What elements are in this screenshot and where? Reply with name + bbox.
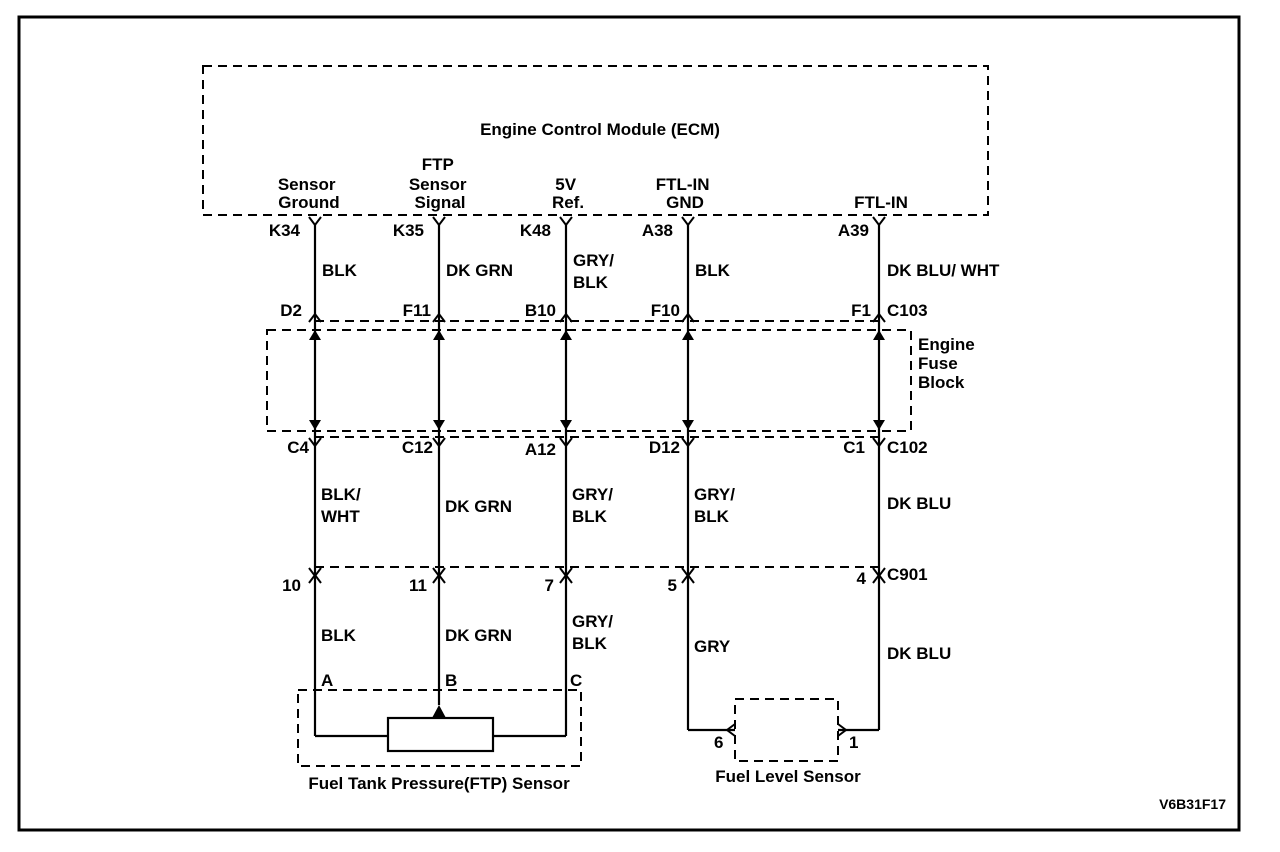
diagram-frame	[17, 15, 1241, 832]
fuse-block-arrows	[309, 330, 885, 430]
c102-pin-c4: C4	[287, 438, 309, 457]
fls-terminal-1: 1	[849, 733, 858, 752]
wire-color-lower-3: GRY/ BLK	[572, 612, 618, 653]
ecm-pin-k34: K34	[269, 221, 301, 240]
c103-pin-f10: F10	[651, 301, 680, 320]
ftp-wiper-arrow	[432, 705, 446, 718]
wire-color-mid-2: DK GRN	[445, 497, 512, 516]
c901-pin-5: 5	[668, 576, 677, 595]
ftp-terminal-b: B	[445, 671, 457, 690]
c103-connector-symbols	[308, 312, 886, 323]
c901-connector-symbols	[308, 567, 886, 584]
ecm-connector-symbols	[308, 216, 886, 227]
wire-color-lower-2: DK GRN	[445, 626, 512, 645]
c103-pin-b10: B10	[525, 301, 556, 320]
ftp-potentiometer	[386, 716, 495, 753]
fls-terminal-6: 6	[714, 733, 723, 752]
wire-color-mid-5: DK BLU	[887, 494, 951, 513]
ecm-pin-name-ftl-in-gnd: FTL-IN GND	[656, 175, 715, 212]
wire-color-mid-1: BLK/ WHT	[321, 485, 365, 526]
ecm-pin-a38: A38	[642, 221, 673, 240]
engine-fuse-block-box	[266, 329, 912, 432]
ftp-sensor-box	[297, 689, 582, 767]
wire-color-upper-1: BLK	[322, 261, 358, 280]
c103-pin-f11: F11	[403, 301, 431, 320]
c102-pin-c12: C12	[402, 438, 433, 457]
wire-color-lower-5: DK BLU	[887, 644, 951, 663]
c102-pin-d12: D12	[649, 438, 680, 457]
c103-pin-d2: D2	[280, 301, 302, 320]
ftp-terminal-c: C	[570, 671, 582, 690]
ecm-pin-name-ftl-in: FTL-IN	[854, 193, 908, 212]
wire-color-lower-4: GRY	[694, 637, 731, 656]
c103-pin-f1: F1	[851, 301, 871, 320]
ecm-box	[202, 65, 989, 216]
c102-pin-a12: A12	[525, 440, 556, 459]
figure-code: V6B31F17	[1159, 796, 1226, 812]
ecm-pin-k35: K35	[393, 221, 424, 240]
ftp-terminal-a: A	[321, 671, 333, 690]
c901-pin-7: 7	[545, 576, 554, 595]
c901-pin-4: 4	[857, 569, 867, 588]
c901-pin-10: 10	[282, 576, 301, 595]
fuel-level-sensor-label: Fuel Level Sensor	[715, 767, 861, 786]
fls-connector-6	[725, 723, 736, 737]
ftp-sensor-label: Fuel Tank Pressure(FTP) Sensor	[308, 774, 570, 793]
wire-color-upper-4: BLK	[695, 261, 731, 280]
c102-pin-c1: C1	[843, 438, 865, 457]
wire-color-upper-2: DK GRN	[446, 261, 513, 280]
engine-fuse-block-label: Engine Fuse Block	[918, 335, 979, 392]
ecm-title: Engine Control Module (ECM)	[480, 120, 720, 139]
c901-pin-11: 11	[409, 576, 427, 595]
wire-color-lower-1: BLK	[321, 626, 357, 645]
fls-connector-1	[837, 723, 848, 737]
ecm-pin-name-5v-ref: 5V Ref.	[552, 175, 584, 212]
wire-color-mid-4: GRY/ BLK	[694, 485, 740, 526]
ecm-pin-name-sensor-ground: Sensor Ground	[278, 175, 340, 212]
ecm-pin-name-ftp-signal: FTP Sensor Signal	[409, 155, 471, 212]
wire-color-upper-5: DK BLU/ WHT	[887, 261, 1000, 280]
fuel-level-sensor-box	[734, 698, 839, 762]
c102-connector-symbols	[308, 437, 886, 448]
c103-label: C103	[887, 301, 928, 320]
ecm-pin-a39: A39	[838, 221, 869, 240]
wire-color-upper-3: GRY/ BLK	[573, 251, 619, 292]
ecm-pin-k48: K48	[520, 221, 551, 240]
c102-label: C102	[887, 438, 928, 457]
c901-label: C901	[887, 565, 928, 584]
wire-color-mid-3: GRY/ BLK	[572, 485, 618, 526]
